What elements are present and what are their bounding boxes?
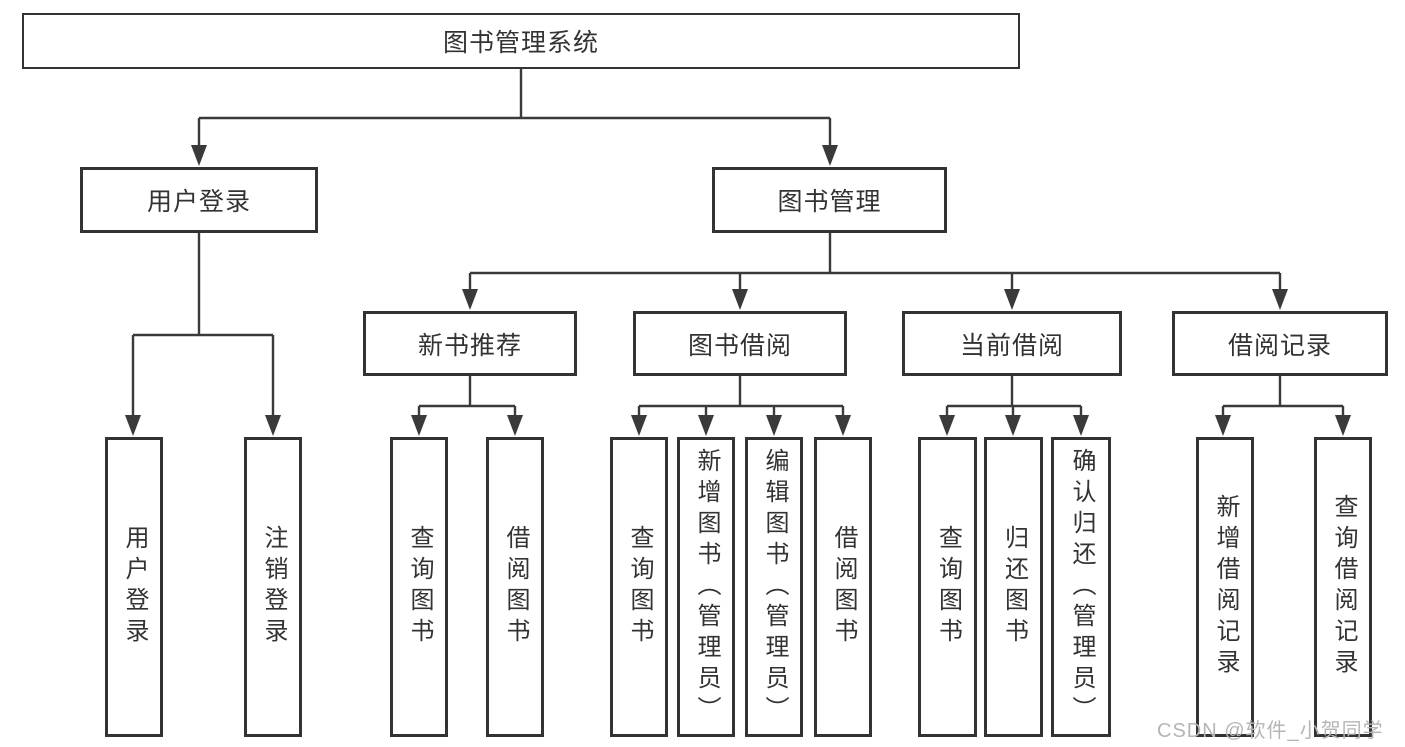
node-book-borrowing-label: 图书借阅	[687, 331, 792, 360]
node-current-borrowing-label: 当前借阅	[959, 331, 1064, 360]
connector-root	[197, 69, 832, 147]
arrow-icon	[1004, 289, 1020, 310]
node-system-root-label: 图书管理系统	[442, 29, 599, 57]
arrow-icon	[462, 289, 478, 310]
connector-user-login	[131, 233, 275, 417]
leaf-add-borrow-record-label: 新增借阅记录	[1212, 494, 1239, 680]
arrow-icon	[125, 415, 141, 436]
leaf-current-query-books-label: 查询图书	[934, 525, 962, 649]
leaf-newbooks-query-books: 查询图书	[390, 437, 448, 737]
leaf-newbooks-query-books-label: 查询图书	[406, 525, 433, 649]
node-user-login-label: 用户登录	[146, 188, 251, 216]
leaf-borrowing-borrow-books-label: 借阅图书	[830, 525, 857, 649]
arrow-icon	[265, 415, 281, 436]
arrow-icon	[1335, 415, 1351, 436]
node-book-management: 图书管理	[712, 167, 947, 233]
node-book-management-label: 图书管理	[777, 188, 882, 216]
leaf-edit-books-admin-label: 编辑图书（管理员）	[761, 447, 788, 727]
leaf-logout: 注销登录	[244, 437, 302, 737]
connector-book-mgmt	[468, 233, 1282, 291]
connector-new-books	[417, 376, 517, 417]
arrow-icon	[1215, 415, 1231, 436]
arrow-icon	[1073, 415, 1089, 436]
arrow-icon	[411, 415, 427, 436]
leaf-user-login: 用户登录	[105, 437, 163, 737]
leaf-return-books: 归还图书	[984, 437, 1043, 737]
arrow-icon	[766, 415, 782, 436]
arrow-icon	[822, 145, 838, 166]
arrow-icon	[835, 415, 851, 436]
leaf-add-books-admin-label: 新增图书（管理员）	[693, 447, 720, 727]
node-user-login: 用户登录	[80, 167, 318, 233]
leaf-confirm-return-admin-label: 确认归还（管理员）	[1068, 447, 1095, 727]
leaf-add-books-admin: 新增图书（管理员）	[677, 437, 735, 737]
arrow-icon	[698, 415, 714, 436]
connector-book-borrow	[637, 376, 845, 417]
node-new-book-recommend: 新书推荐	[363, 311, 577, 376]
node-new-book-recommend-label: 新书推荐	[417, 331, 522, 360]
connector-current-borrow	[945, 376, 1083, 417]
connector-borrow-records	[1221, 376, 1345, 417]
leaf-add-borrow-record: 新增借阅记录	[1196, 437, 1254, 737]
leaf-confirm-return-admin: 确认归还（管理员）	[1051, 437, 1111, 737]
leaf-query-borrow-record: 查询借阅记录	[1314, 437, 1372, 737]
node-current-borrowing: 当前借阅	[902, 311, 1122, 376]
leaf-borrowing-query-books-label: 查询图书	[626, 525, 653, 649]
node-borrow-records: 借阅记录	[1172, 311, 1388, 376]
node-book-borrowing: 图书借阅	[633, 311, 847, 376]
arrow-icon	[1272, 289, 1288, 310]
arrow-icon	[191, 145, 207, 166]
arrow-icon	[631, 415, 647, 436]
leaf-logout-label: 注销登录	[260, 525, 287, 649]
arrowheads	[125, 145, 1351, 436]
node-borrow-records-label: 借阅记录	[1227, 331, 1332, 360]
leaf-newbooks-borrow-books-label: 借阅图书	[502, 525, 529, 649]
arrow-icon	[732, 289, 748, 310]
leaf-return-books-label: 归还图书	[1000, 525, 1028, 649]
arrow-icon	[939, 415, 955, 436]
watermark: CSDN @软件_小贺同学	[1157, 720, 1384, 742]
leaf-current-query-books: 查询图书	[918, 437, 977, 737]
leaf-user-login-label: 用户登录	[121, 525, 148, 649]
leaf-borrowing-query-books: 查询图书	[610, 437, 668, 737]
arrow-icon	[507, 415, 523, 436]
node-system-root: 图书管理系统	[22, 13, 1020, 69]
leaf-query-borrow-record-label: 查询借阅记录	[1330, 494, 1357, 680]
leaf-edit-books-admin: 编辑图书（管理员）	[745, 437, 803, 737]
leaf-newbooks-borrow-books: 借阅图书	[486, 437, 544, 737]
leaf-borrowing-borrow-books: 借阅图书	[814, 437, 872, 737]
arrow-icon	[1005, 415, 1021, 436]
